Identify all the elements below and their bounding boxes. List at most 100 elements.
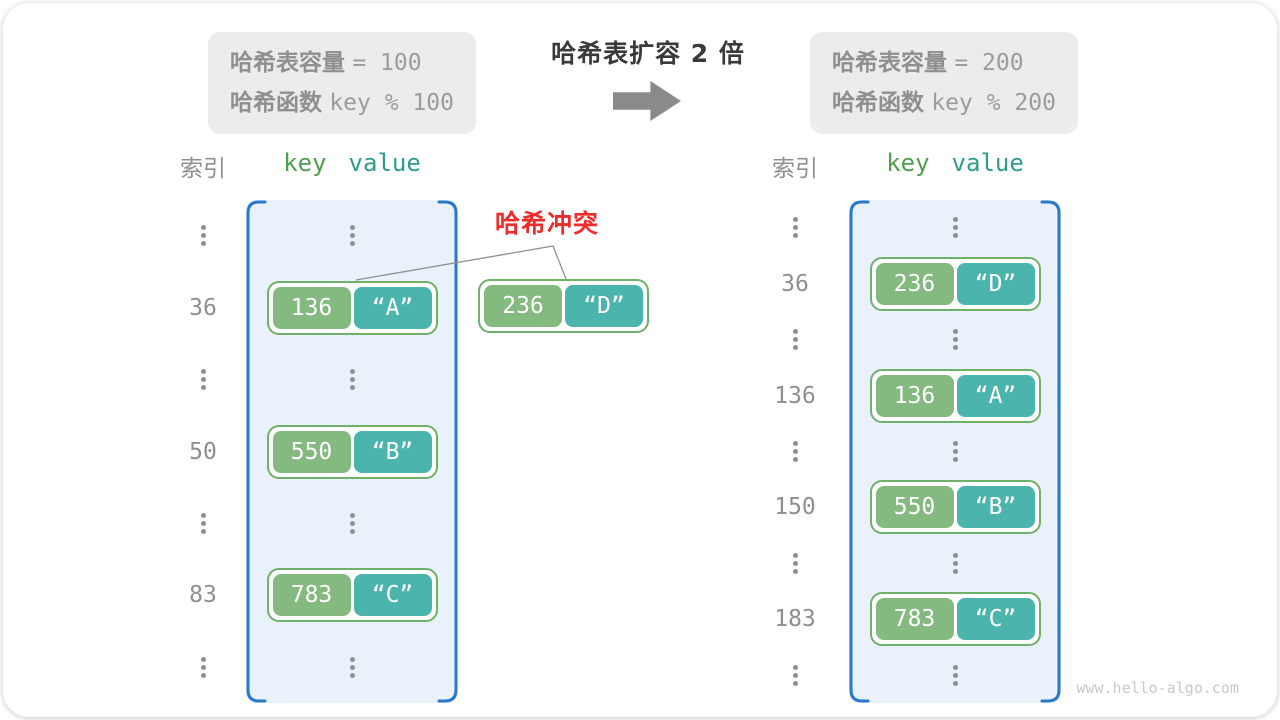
ellipsis-dots-icon: [200, 233, 206, 239]
index-cell: [171, 200, 235, 272]
bucket-row: [849, 200, 1061, 256]
bucket-row: 136 “A”: [246, 272, 458, 344]
capacity-label: 哈希表容量: [230, 50, 345, 76]
index-cell: [763, 647, 827, 703]
kv-pair: 783 “C”: [869, 592, 1041, 647]
hash-function-line: 哈希函数 key % 100: [230, 83, 454, 123]
value-box: “D”: [956, 262, 1035, 305]
bracket-border: [849, 200, 1061, 703]
new-kv-header: key value: [849, 149, 1061, 179]
ellipsis-dots-icon: [200, 377, 206, 383]
kv-pair: 236 “D”: [869, 256, 1041, 311]
index-label: 83: [189, 582, 217, 609]
new-index-header: 索引: [772, 156, 818, 182]
bucket-row: [849, 535, 1061, 591]
index-cell: 150: [763, 479, 827, 535]
index-cell: 136: [763, 368, 827, 424]
index-cell: 50: [171, 416, 235, 488]
index-label: 50: [189, 438, 217, 465]
value-box: “A”: [956, 374, 1035, 417]
index-label: 150: [774, 494, 816, 521]
bucket-row: [246, 344, 458, 416]
index-cell: [763, 424, 827, 480]
hash-function-value: key % 100: [329, 90, 454, 116]
new-key-header: key: [886, 149, 930, 177]
bucket-row: [849, 424, 1061, 480]
index-cell: 83: [171, 559, 235, 631]
hash-collision-label: 哈希冲突: [495, 209, 600, 238]
ellipsis-dots-icon: [792, 449, 798, 454]
new-index-column: 36 136 150 183: [763, 200, 827, 703]
old-key-header: key: [283, 149, 327, 177]
ellipsis-dots-icon: [792, 672, 798, 678]
kv-pair: 550 “B”: [869, 480, 1041, 535]
ellipsis-dots-icon: [792, 560, 798, 566]
hash-function-value: key % 200: [931, 90, 1056, 116]
hash-function-label: 哈希函数: [230, 90, 322, 116]
old-index-column: 36 50 83: [171, 200, 235, 703]
watermark: www.hello-algo.com: [1076, 679, 1239, 697]
index-cell: [171, 487, 235, 559]
hash-function-label: 哈希函数: [832, 90, 924, 116]
value-box: “B”: [956, 486, 1035, 529]
capacity-value: = 100: [352, 50, 422, 76]
value-box: “A”: [353, 286, 432, 329]
hash-function-line: 哈希函数 key % 200: [832, 83, 1056, 123]
index-label: 36: [189, 294, 217, 321]
old-bucket-array: 136 “A” 550 “B” 783 “C”: [246, 200, 458, 703]
kv-pair: 550 “B”: [266, 424, 438, 479]
ellipsis-dots-icon: [349, 520, 355, 526]
kv-pair: 136 “A”: [266, 280, 438, 335]
bucket-row: 783 “C”: [246, 559, 458, 631]
bucket-row: [246, 631, 458, 703]
old-index-header: 索引: [180, 156, 226, 182]
kv-pair: 136 “A”: [869, 368, 1041, 423]
key-box: 783: [272, 574, 351, 617]
new-bucket-array: 236 “D” 136 “A” 550 “B”: [849, 200, 1061, 703]
index-cell: [763, 535, 827, 591]
key-box: 550: [875, 486, 954, 529]
index-cell: [171, 344, 235, 416]
ellipsis-dots-icon: [952, 672, 958, 678]
capacity-value: = 200: [954, 50, 1024, 76]
value-box: “B”: [353, 430, 432, 473]
ellipsis-dots-icon: [952, 449, 958, 454]
bucket-row: [849, 312, 1061, 368]
key-box: 550: [272, 430, 351, 473]
index-cell: 183: [763, 591, 827, 647]
expand-arrow-icon: [613, 81, 681, 121]
bucket-row: [246, 200, 458, 272]
diagram-card: 哈希表容量 = 100 哈希函数 key % 100 哈希表扩容 2 倍 哈希表…: [3, 3, 1277, 717]
bucket-row: [246, 487, 458, 559]
ellipsis-dots-icon: [952, 225, 958, 231]
old-value-header: value: [348, 149, 421, 177]
new-bucket-rows: 236 “D” 136 “A” 550 “B”: [849, 200, 1061, 703]
ellipsis-dots-icon: [349, 664, 355, 670]
key-box: 136: [272, 286, 351, 329]
ellipsis-dots-icon: [952, 337, 958, 343]
ellipsis-dots-icon: [792, 225, 798, 231]
old-bucket-rows: 136 “A” 550 “B” 783 “C”: [246, 200, 458, 703]
bracket-border: [246, 200, 458, 703]
index-label: 36: [781, 270, 809, 297]
index-label: 136: [774, 382, 816, 409]
ellipsis-dots-icon: [200, 520, 206, 526]
key-box: 783: [875, 598, 954, 641]
ellipsis-dots-icon: [349, 233, 355, 239]
key-box: 236: [875, 262, 954, 305]
index-cell: [763, 312, 827, 368]
index-cell: 36: [763, 256, 827, 312]
capacity-box-after: 哈希表容量 = 200 哈希函数 key % 200: [810, 32, 1078, 134]
bucket-row: 783 “C”: [849, 591, 1061, 647]
index-cell: [171, 631, 235, 703]
index-cell: [763, 200, 827, 256]
bucket-row: 550 “B”: [849, 479, 1061, 535]
value-box: “C”: [353, 574, 432, 617]
value-box: “C”: [956, 598, 1035, 641]
ellipsis-dots-icon: [200, 664, 206, 670]
kv-pair: 783 “C”: [266, 568, 438, 623]
ellipsis-dots-icon: [349, 377, 355, 383]
collision-connector-lines: [355, 245, 567, 281]
bucket-row: 136 “A”: [849, 368, 1061, 424]
colliding-kv-pair: 236 “D”: [478, 279, 649, 333]
